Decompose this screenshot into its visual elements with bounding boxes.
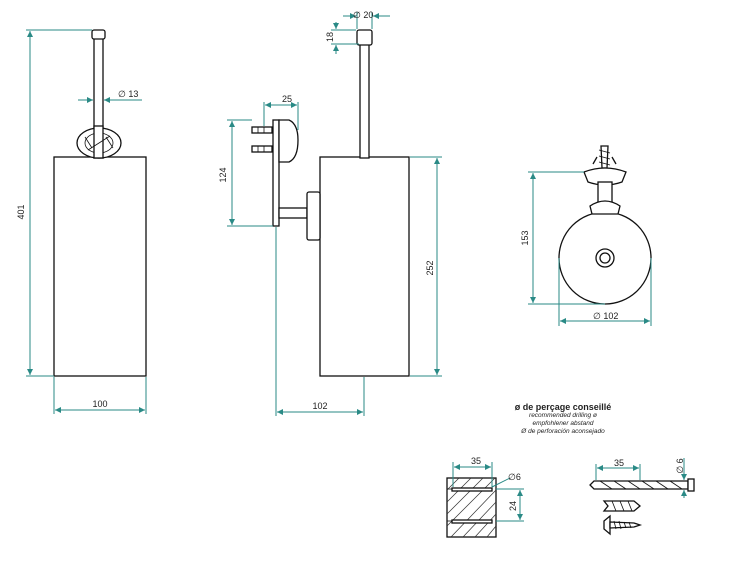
- side-canister: [319, 156, 410, 377]
- front-handle-knob: [91, 29, 106, 40]
- dim-top-dia: ∅ 20: [353, 10, 373, 20]
- dim-block-spacing: 24: [508, 501, 518, 511]
- side-arm: [278, 207, 308, 219]
- dim-block-width: 35: [471, 456, 481, 466]
- notes-title: ø de perçage conseillé: [514, 402, 612, 412]
- dim-drill-length: 35: [614, 458, 624, 468]
- dim-top-height: 18: [325, 32, 335, 42]
- dim-side-depth: 102: [312, 401, 327, 411]
- wall-plate: [272, 119, 280, 227]
- side-handle-rod: [359, 43, 370, 159]
- dim-front-height: 401: [16, 204, 26, 219]
- drilling-notes: ø de perçage conseillé recommended drill…: [488, 402, 638, 436]
- side-handle-knob: [356, 29, 373, 46]
- notes-line-es: Ø de perforación aconsejado: [521, 428, 605, 435]
- notes-line-en: recommended drilling ø: [529, 412, 597, 419]
- dim-bracket-depth: 25: [282, 94, 292, 104]
- top-rosette: [583, 167, 627, 186]
- notes-line-de: empfohlener abstand: [532, 420, 594, 427]
- dim-drill-dia: ∅ 6: [675, 458, 685, 473]
- dim-block-hole: ∅6: [508, 472, 521, 482]
- dim-circle-dia: ∅ 102: [593, 311, 618, 321]
- front-view: 401 100 ∅ 13: [16, 29, 147, 414]
- side-view: ∅ 20 18 25 124 252 102: [218, 10, 442, 416]
- dim-handle-dia: ∅ 13: [118, 89, 138, 99]
- drill-bit: [589, 480, 689, 490]
- dim-front-width: 100: [92, 399, 107, 409]
- front-canister: [53, 156, 147, 377]
- dim-circle-height: 153: [520, 230, 530, 245]
- screw: [603, 514, 611, 536]
- top-view: 153 ∅ 102: [520, 145, 652, 326]
- dim-bracket-height: 124: [218, 167, 228, 182]
- drilling-block: 35 ∅6 24: [446, 456, 524, 538]
- side-collar: [306, 191, 321, 241]
- dim-side-height: 252: [425, 260, 435, 275]
- wall-bracket: [278, 119, 299, 163]
- top-hole: [595, 248, 615, 268]
- drill-parts: 35 ∅ 6: [589, 458, 695, 536]
